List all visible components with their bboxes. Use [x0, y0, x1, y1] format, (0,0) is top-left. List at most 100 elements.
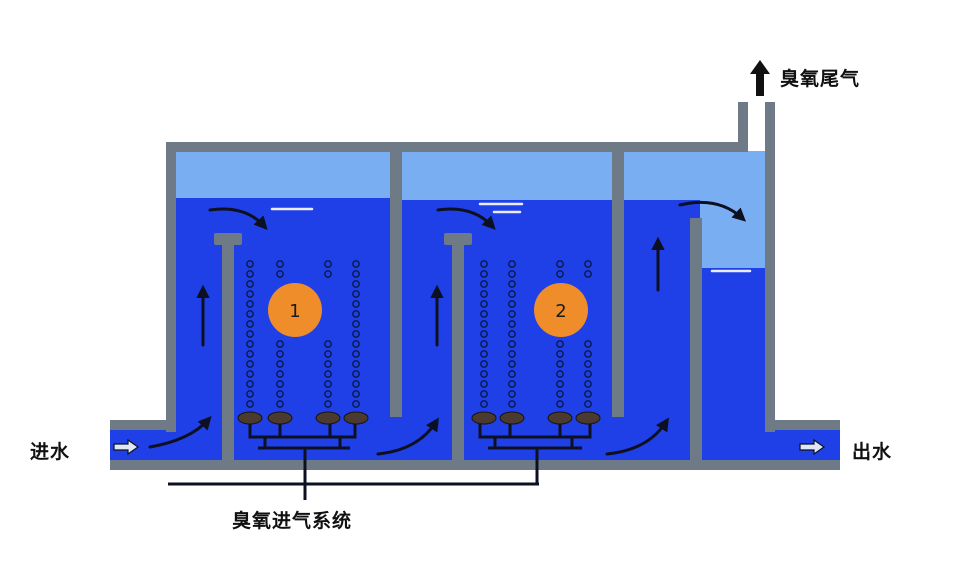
bottom-wall — [110, 460, 840, 470]
bubble — [352, 290, 360, 298]
bubble — [508, 380, 516, 388]
bubble — [246, 370, 254, 378]
bubble — [480, 370, 488, 378]
bubble — [246, 290, 254, 298]
baffle-2 — [612, 152, 624, 417]
bubble — [352, 260, 360, 268]
bubble — [480, 290, 488, 298]
bubble — [508, 360, 516, 368]
bubble — [584, 390, 592, 398]
offgas-arrow — [750, 60, 770, 96]
bubble — [352, 360, 360, 368]
bubble — [480, 390, 488, 398]
bubble — [276, 380, 284, 388]
bubble — [246, 390, 254, 398]
bubble — [556, 360, 564, 368]
bubble — [246, 380, 254, 388]
bubble — [352, 330, 360, 338]
bubble — [584, 260, 592, 268]
bubble — [276, 340, 284, 348]
bubble — [556, 350, 564, 358]
bubble — [324, 400, 332, 408]
left-wall — [166, 142, 176, 432]
outlet-pipe-top — [765, 420, 840, 430]
bubble — [508, 300, 516, 308]
bubble — [508, 280, 516, 288]
bubble — [276, 370, 284, 378]
bubble — [352, 400, 360, 408]
bubble — [324, 360, 332, 368]
bubble — [480, 280, 488, 288]
chamber-marker-2 — [534, 283, 588, 337]
headspace-air — [172, 151, 772, 201]
bubble — [556, 270, 564, 278]
bubble — [556, 390, 564, 398]
bubble — [276, 260, 284, 268]
outlet-headspace — [700, 151, 772, 271]
bubble — [246, 280, 254, 288]
bubble — [480, 340, 488, 348]
right-wall — [765, 102, 775, 432]
diffusers — [237, 411, 601, 425]
ozone-bubbles — [246, 260, 592, 408]
bubble — [352, 300, 360, 308]
bubble — [276, 400, 284, 408]
bubble — [246, 270, 254, 278]
bubble — [246, 310, 254, 318]
bubble — [508, 370, 516, 378]
inlet-pipe-top — [110, 420, 174, 430]
bubble — [556, 260, 564, 268]
offgas-label: 臭氧尾气 — [780, 68, 861, 90]
bubble — [324, 270, 332, 278]
chamber-number-1: 1 — [289, 301, 300, 322]
bubble — [480, 310, 488, 318]
bubble — [276, 350, 284, 358]
flow-arrow — [678, 200, 746, 222]
tank-walls — [110, 102, 840, 470]
water-outlet-chamber — [700, 268, 772, 463]
bubble — [556, 400, 564, 408]
chamber-number-2: 2 — [555, 301, 566, 322]
bubble — [352, 340, 360, 348]
bubble — [584, 380, 592, 388]
bubble — [508, 390, 516, 398]
bubble — [246, 350, 254, 358]
flow-arrow — [436, 207, 496, 230]
bubble — [352, 350, 360, 358]
bubble — [352, 390, 360, 398]
bubble — [556, 380, 564, 388]
weir-wall — [690, 218, 702, 463]
inlet-label: 进水 — [30, 441, 71, 463]
bubble — [352, 320, 360, 328]
bubble — [508, 260, 516, 268]
bubble — [480, 260, 488, 268]
bubble — [556, 370, 564, 378]
bubble — [480, 300, 488, 308]
bubble — [584, 360, 592, 368]
bubble — [584, 370, 592, 378]
ozone-feed-piping — [168, 422, 592, 500]
riser-cap-1 — [214, 233, 242, 245]
bubble — [324, 260, 332, 268]
bubble — [276, 390, 284, 398]
outlet-flow-arrow — [799, 438, 826, 456]
bubble — [352, 370, 360, 378]
flow-arrow — [148, 415, 212, 449]
bubble — [584, 340, 592, 348]
riser-pipe-2 — [452, 242, 464, 462]
riser-cap-2 — [444, 233, 472, 245]
bubble — [508, 270, 516, 278]
bubble — [584, 350, 592, 358]
bubble — [324, 340, 332, 348]
bubble — [246, 360, 254, 368]
bubble — [324, 370, 332, 378]
water-chamber-3 — [620, 200, 700, 463]
bubble — [276, 360, 284, 368]
riser-pipes — [214, 233, 472, 462]
ozone-feed-label: 臭氧进气系统 — [232, 510, 353, 532]
flow-arrow — [605, 417, 669, 456]
bubble — [584, 270, 592, 278]
bubble — [352, 270, 360, 278]
